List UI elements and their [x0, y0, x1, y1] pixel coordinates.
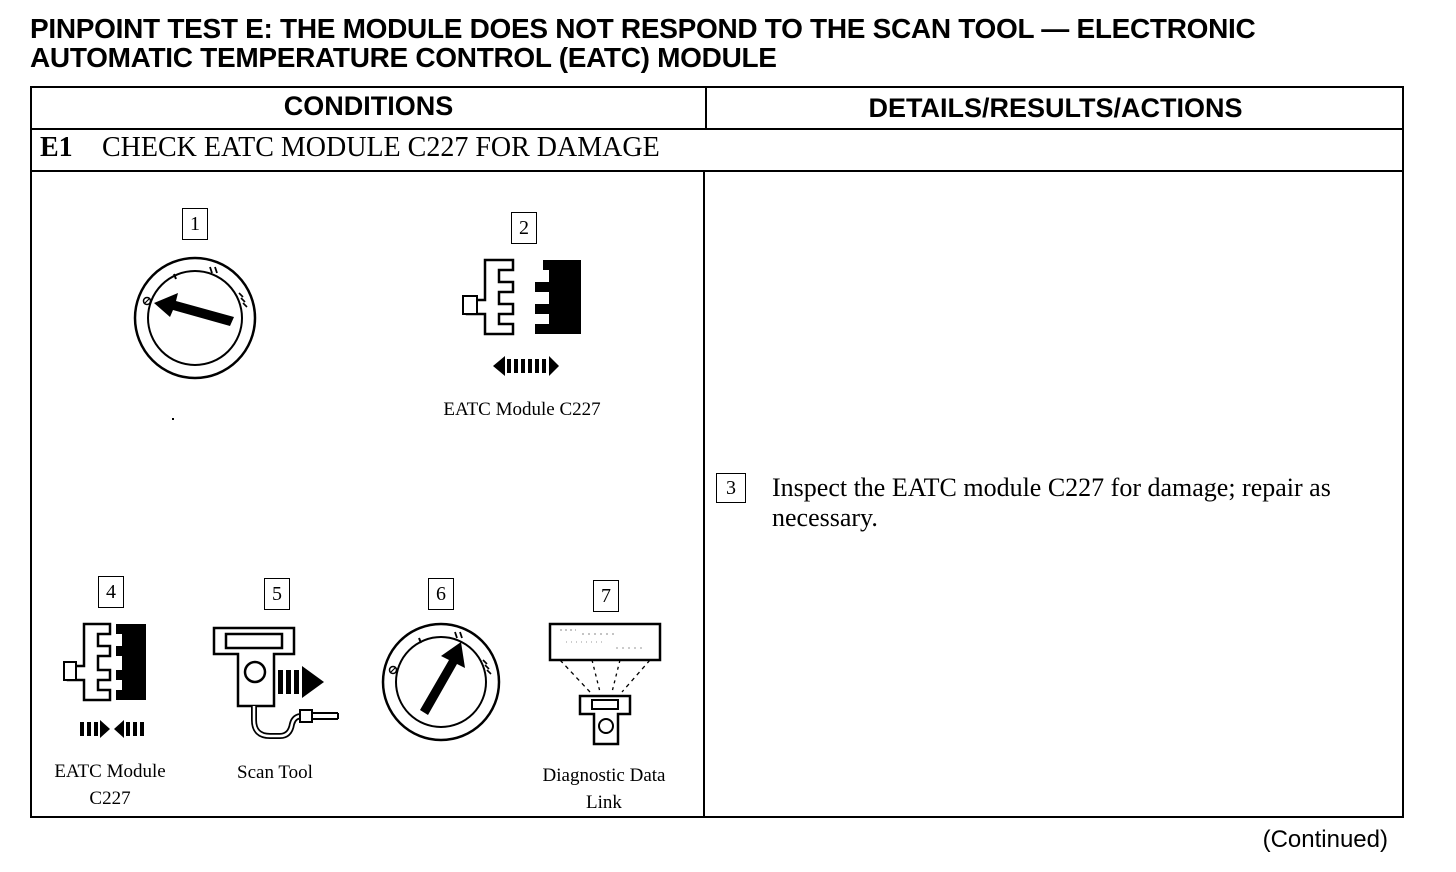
title-line-2: AUTOMATIC TEMPERATURE CONTROL (EATC) MOD…: [30, 42, 777, 73]
figure-number-5: 5: [264, 578, 290, 610]
figure-number-6: 6: [428, 578, 454, 610]
column-divider-top: [705, 86, 707, 130]
step-title: CHECK EATC MODULE C227 FOR DAMAGE: [102, 132, 660, 163]
details-header: DETAILS/RESULTS/ACTIONS: [868, 93, 1243, 123]
figure-number-7: 7: [593, 580, 619, 612]
step-number: E1: [40, 132, 73, 163]
figure-caption-4-line-2: C227: [89, 788, 131, 809]
figure-number-4: 4: [98, 576, 124, 608]
header-divider: [30, 128, 1404, 130]
figure-caption-7-line-1: Diagnostic Data: [542, 765, 666, 786]
page-title: PINPOINT TEST E: THE MODULE DOES NOT RES…: [30, 14, 1430, 72]
ignition-on-icon: [381, 622, 501, 742]
diagnostic-link-icon: [548, 622, 662, 746]
figure-caption-7-line-2: Link: [586, 792, 622, 813]
action-number-3: 3: [716, 473, 746, 503]
figure-caption-4-line-1: EATC Module: [54, 761, 166, 782]
column-divider-bottom: [703, 170, 705, 818]
ignition-off-icon: [133, 256, 257, 380]
speck: [172, 418, 174, 420]
step-row: E1 CHECK EATC MODULE C227 FOR DAMAGE: [40, 132, 660, 164]
title-line-1: PINPOINT TEST E: THE MODULE DOES NOT RES…: [30, 13, 1256, 44]
figure-caption-2: EATC Module C227: [443, 399, 601, 420]
action-text: Inspect the EATC module C227 for damage;…: [772, 473, 1331, 532]
scan-tool-icon: [212, 626, 339, 739]
pinpoint-table: [30, 86, 1404, 818]
figure-number-1: 1: [182, 208, 208, 240]
continued-label: (Continued): [1262, 826, 1388, 853]
step-divider: [30, 170, 1404, 172]
figure-caption-5: Scan Tool: [237, 762, 313, 783]
figure-caption-4: EATC Module C227: [30, 758, 190, 812]
conditions-header: CONDITIONS: [283, 91, 454, 121]
connector-connect-icon: [63, 622, 146, 738]
connector-disconnect-icon: [462, 258, 581, 376]
figure-number-2: 2: [511, 212, 537, 244]
figure-caption-7: Diagnostic Data Link: [518, 762, 690, 816]
